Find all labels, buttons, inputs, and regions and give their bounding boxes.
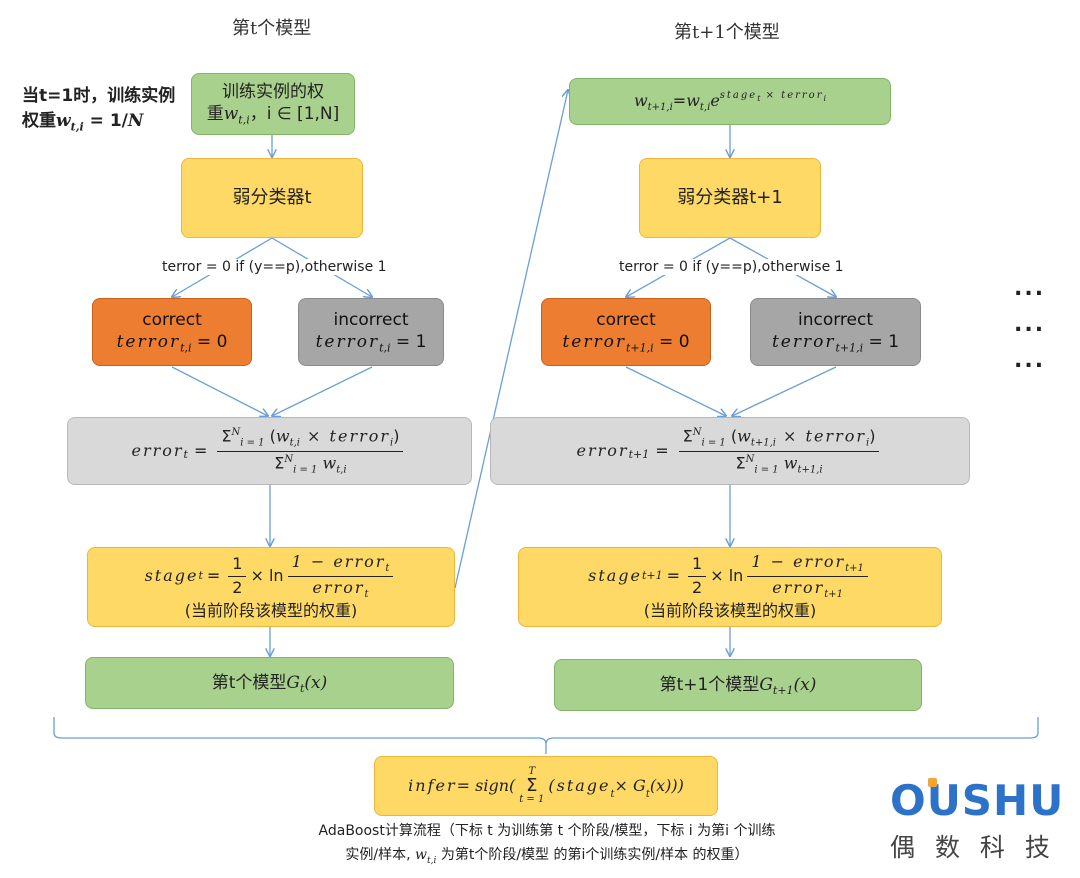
arrow-stage-to-next-weight (454, 90, 568, 589)
right-incorrect-box: incorrect terrort+1,i = 1 (750, 298, 921, 366)
left-model-header: 第t个模型 (232, 18, 312, 39)
right-model-header: 第t+1个模型 (674, 22, 780, 43)
init-note: 当t=1时，训练实例 权重wt,i = 1/N (22, 84, 175, 135)
caption-line1: AdaBoost计算流程（下标 t 为训练第 t 个阶段/模型，下标 i 为第i… (318, 823, 776, 839)
arrow-left-incorrect-to-error (272, 366, 373, 416)
arrow-right-incorrect-to-error (732, 366, 837, 416)
right-correct-box: correct terrort+1,i = 0 (541, 298, 711, 366)
logo-dot (928, 778, 937, 787)
left-error-fraction: ΣNi = 1 (wt,i × terrori) ΣNi = 1 wt,i (217, 426, 404, 476)
arrow-left-correct-to-error (171, 366, 268, 416)
left-terror-condition: terror = 0 if (y==p),otherwise 1 (160, 259, 389, 275)
init-note-line1: 当t=1时，训练实例 (22, 86, 176, 106)
ellipsis-2: ... (1014, 312, 1046, 337)
ellipsis-1: ... (1014, 276, 1046, 301)
logo-subtitle: 偶 数 科 技 (890, 833, 1056, 862)
right-stage-note: (当前阶段该模型的权重) (643, 601, 817, 621)
combine-brace (53, 717, 1039, 754)
left-correct-box: correct terrort,i = 0 (92, 298, 252, 366)
infer-sum: T Σ t = 1 (519, 766, 545, 805)
oushu-logo: OUSHU 偶 数 科 技 (890, 776, 1076, 864)
logo-brand: OUSHU (890, 776, 1065, 825)
left-stage-note: (当前阶段该模型的权重) (184, 601, 358, 621)
left-incorrect-box: incorrect terrort,i = 1 (298, 298, 444, 366)
left-weak-classifier: 弱分类器t (181, 158, 363, 238)
right-terror-condition: terror = 0 if (y==p),otherwise 1 (617, 259, 846, 275)
right-error-fraction: ΣNi = 1 (wt+1,i × terrori) ΣNi = 1 wt+1,… (678, 426, 880, 476)
ellipsis-3: ... (1014, 348, 1046, 373)
init-note-line2: 权重wt,i = 1/N (22, 110, 144, 134)
caption-line2: 实例/样本, wt,i 为第t个阶段/模型 的第i个训练实例/样本 的权重） (345, 846, 749, 866)
left-init-weight-box: 训练实例的权 重wt,i，i ∈ [1,N] (191, 73, 355, 135)
right-weak-classifier: 弱分类器t+1 (639, 158, 821, 238)
figure-caption: AdaBoost计算流程（下标 t 为训练第 t 个阶段/模型，下标 i 为第i… (262, 820, 832, 869)
arrow-right-correct-to-error (625, 366, 726, 416)
